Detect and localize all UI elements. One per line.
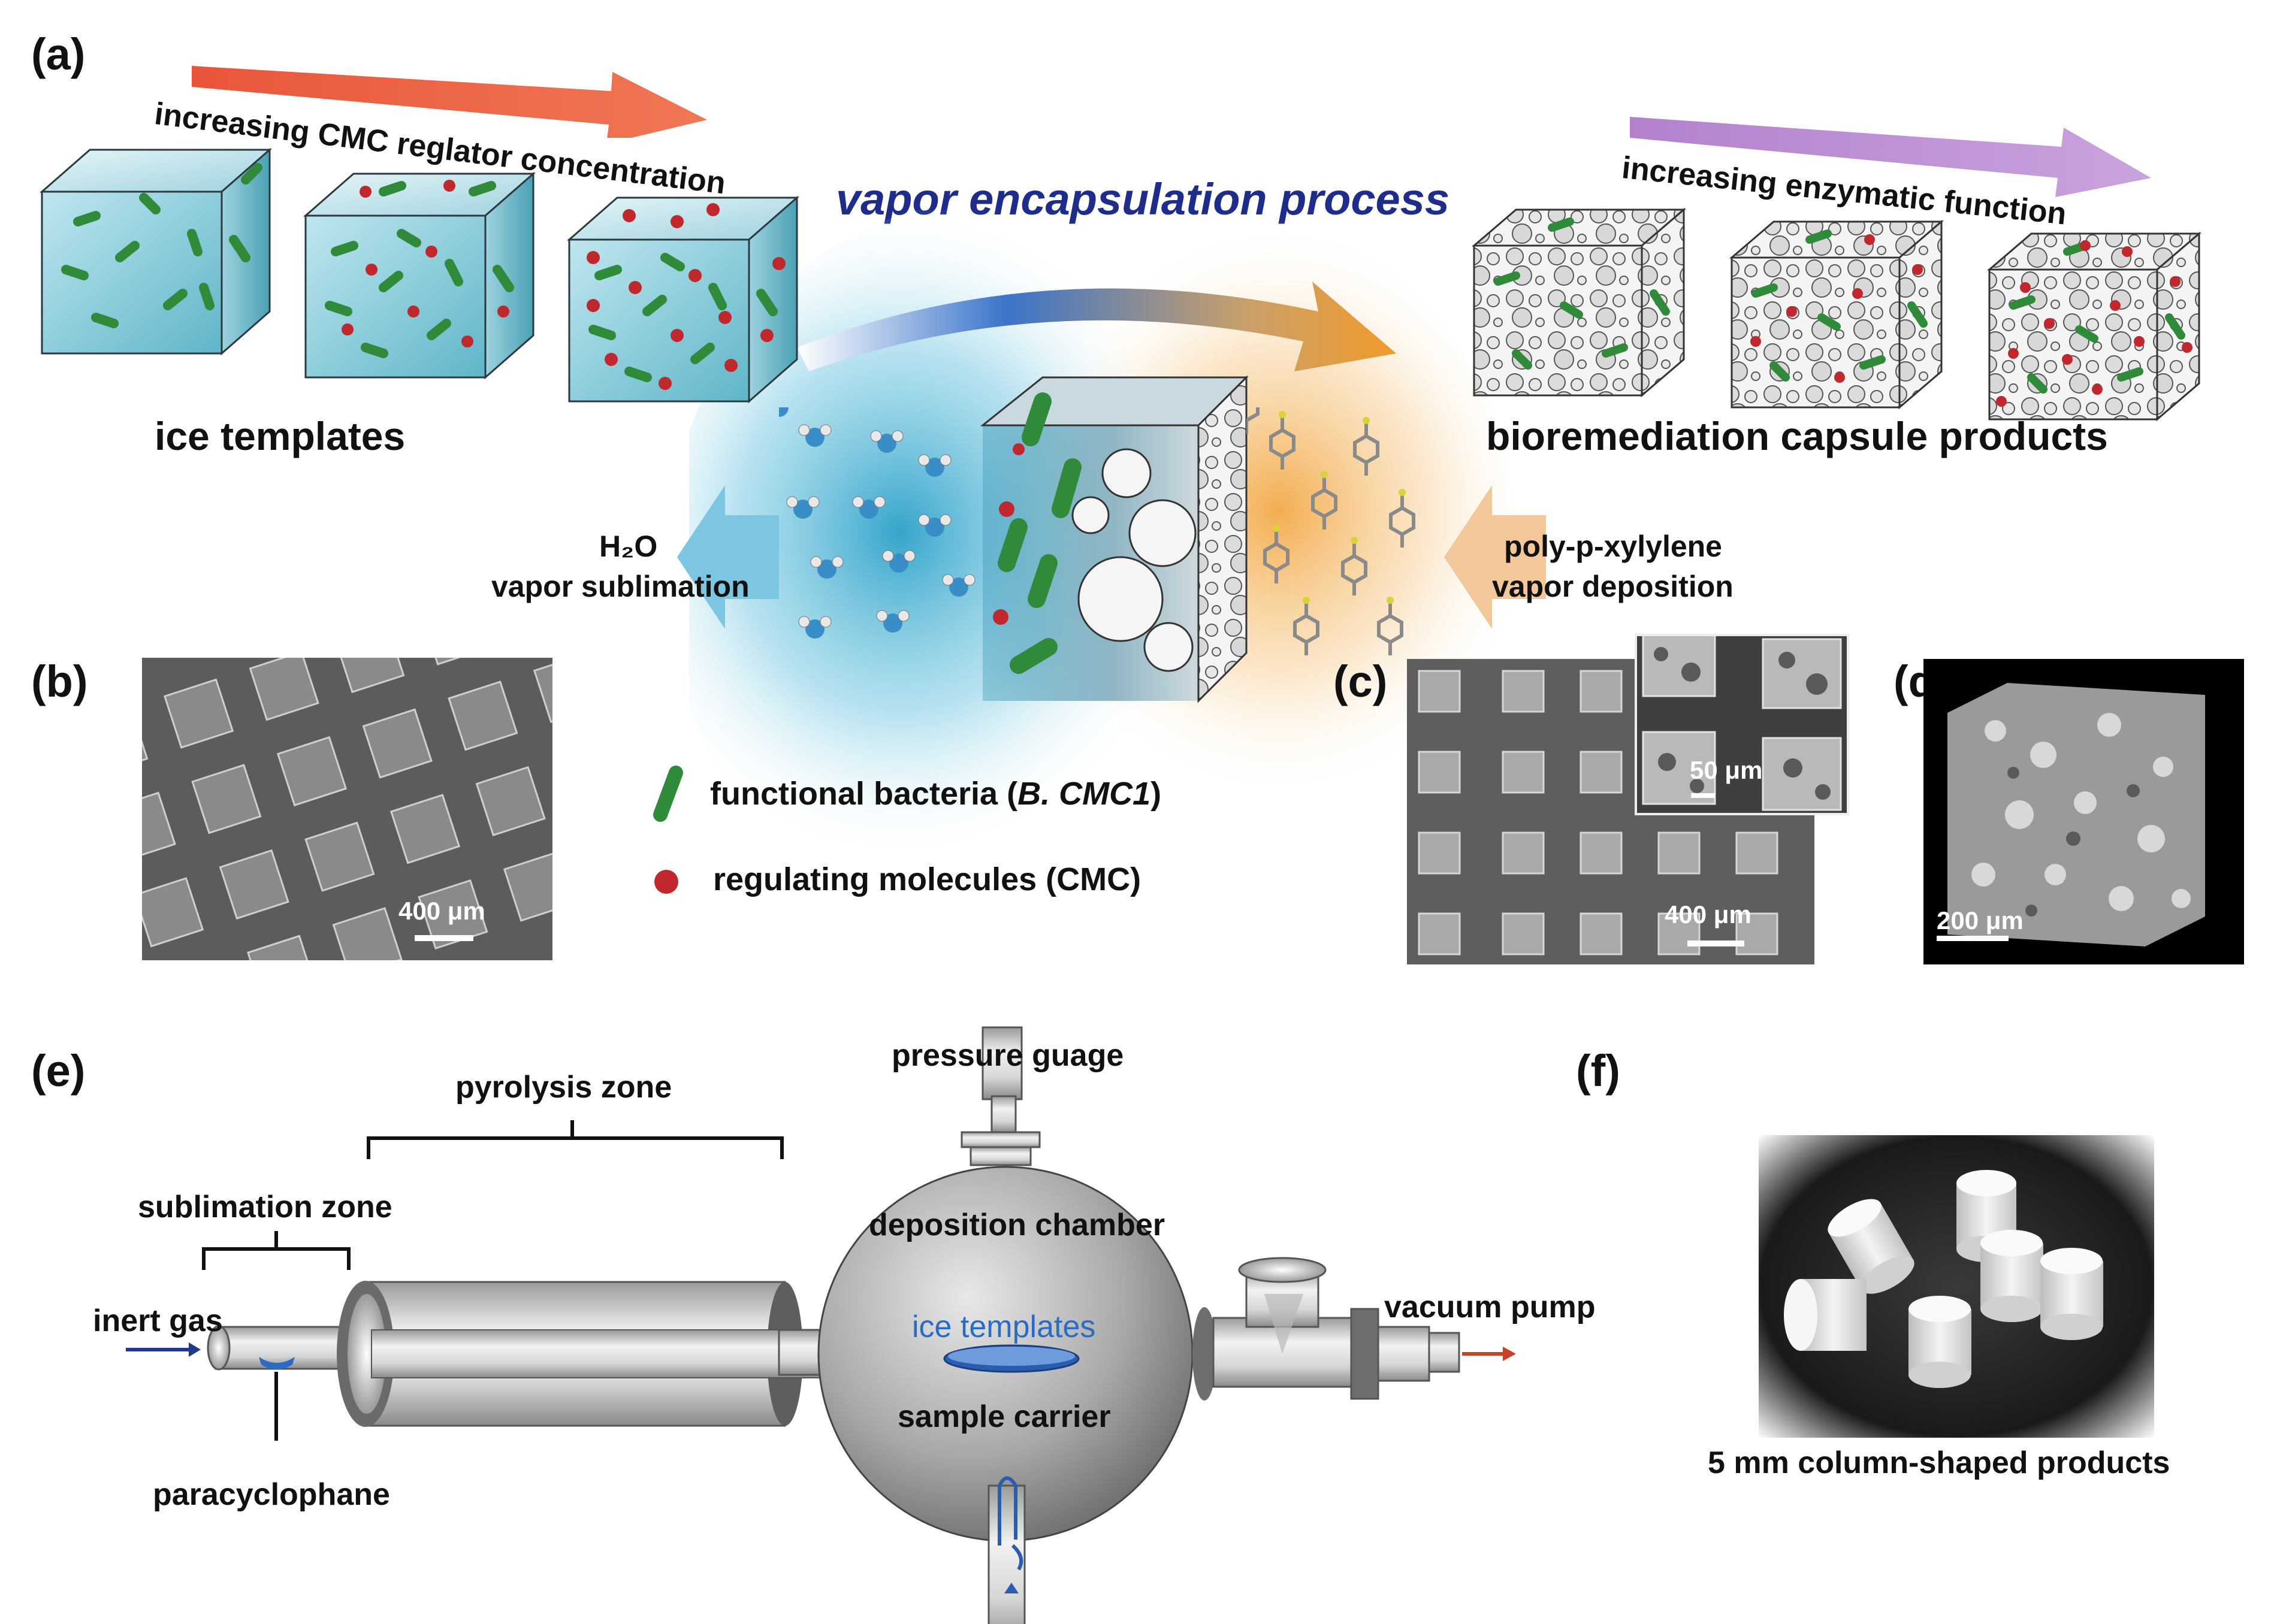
water-molecules [779, 407, 976, 639]
ice-templates-label: ice templates [912, 1310, 1096, 1344]
inert-gas-label: inert gas [93, 1304, 223, 1338]
scale-label-c: 400 μm [1665, 900, 1751, 929]
scale-label-c-inset: 50 μm [1690, 756, 1763, 784]
deposition-chamber-label: deposition chamber [869, 1208, 1165, 1242]
panel-a-label: (a) [31, 29, 86, 79]
bacteria-legend-icon [653, 766, 683, 822]
capsule-cube-1 [1471, 207, 1687, 398]
xylylene-molecule-icon [1246, 407, 1260, 434]
molecule-legend-icon [654, 870, 678, 894]
deposition-arrow [1444, 485, 1546, 629]
panel-b-label: (b) [31, 657, 88, 706]
cvd-apparatus-diagram [126, 1026, 1516, 1624]
capsule-product-cubes [1471, 207, 2202, 422]
column-products-caption: 5 mm column-shaped products [1708, 1445, 2170, 1480]
paracyclophane-label: paracyclophane [153, 1477, 390, 1512]
process-curved-arrow [797, 282, 1396, 371]
vacuum-pump-label: vacuum pump [1384, 1290, 1596, 1324]
sublimation-zone-label: sublimation zone [138, 1190, 392, 1224]
scale-label-b: 400 μm [398, 897, 485, 925]
purple-gradient-arrow [1630, 117, 2151, 197]
sem-image-b [142, 658, 552, 960]
red-gradient-arrow [192, 66, 707, 138]
ice-cube-3 [567, 195, 799, 404]
h2o-label: H₂O [599, 530, 658, 563]
capsule-cube-3 [1986, 231, 2202, 422]
scale-label-d: 200 μm [1937, 906, 2024, 935]
ice-cube-2 [303, 171, 536, 380]
product-photo-f [1759, 1135, 2154, 1438]
sublimation-arrow [677, 485, 779, 629]
poly-p-xylylene-label: poly-p-xylylene [1504, 530, 1722, 563]
water-molecule-icon [779, 407, 789, 417]
bacteria-legend-label: functional bacteria (B. CMC1) [710, 776, 1162, 812]
sample-carrier-label: sample carrier [898, 1399, 1111, 1434]
ice-template-cubes [40, 147, 799, 404]
capsule-cube-2 [1729, 219, 1944, 410]
pyrolysis-zone-label: pyrolysis zone [455, 1070, 672, 1105]
sem-inset-c [1635, 634, 1849, 815]
capsule-products-title: bioremediation capsule products [1486, 414, 2108, 458]
ice-cube-1 [40, 147, 272, 356]
vapor-deposition-label: vapor deposition [1492, 570, 1734, 603]
panel-e-label: (e) [31, 1046, 86, 1096]
pressure-gauge-label: pressure guage [892, 1038, 1124, 1073]
vapor-sublimation-label: vapor sublimation [491, 570, 750, 603]
panel-f-label: (f) [1576, 1046, 1620, 1096]
panel-c-label: (c) [1333, 657, 1388, 706]
molecule-legend-label: regulating molecules (CMC) [713, 861, 1141, 897]
tomography-image-d [1923, 659, 2244, 964]
central-cube [980, 375, 1249, 703]
ice-templates-title: ice templates [155, 414, 406, 458]
xylylene-molecules [1246, 407, 1444, 671]
